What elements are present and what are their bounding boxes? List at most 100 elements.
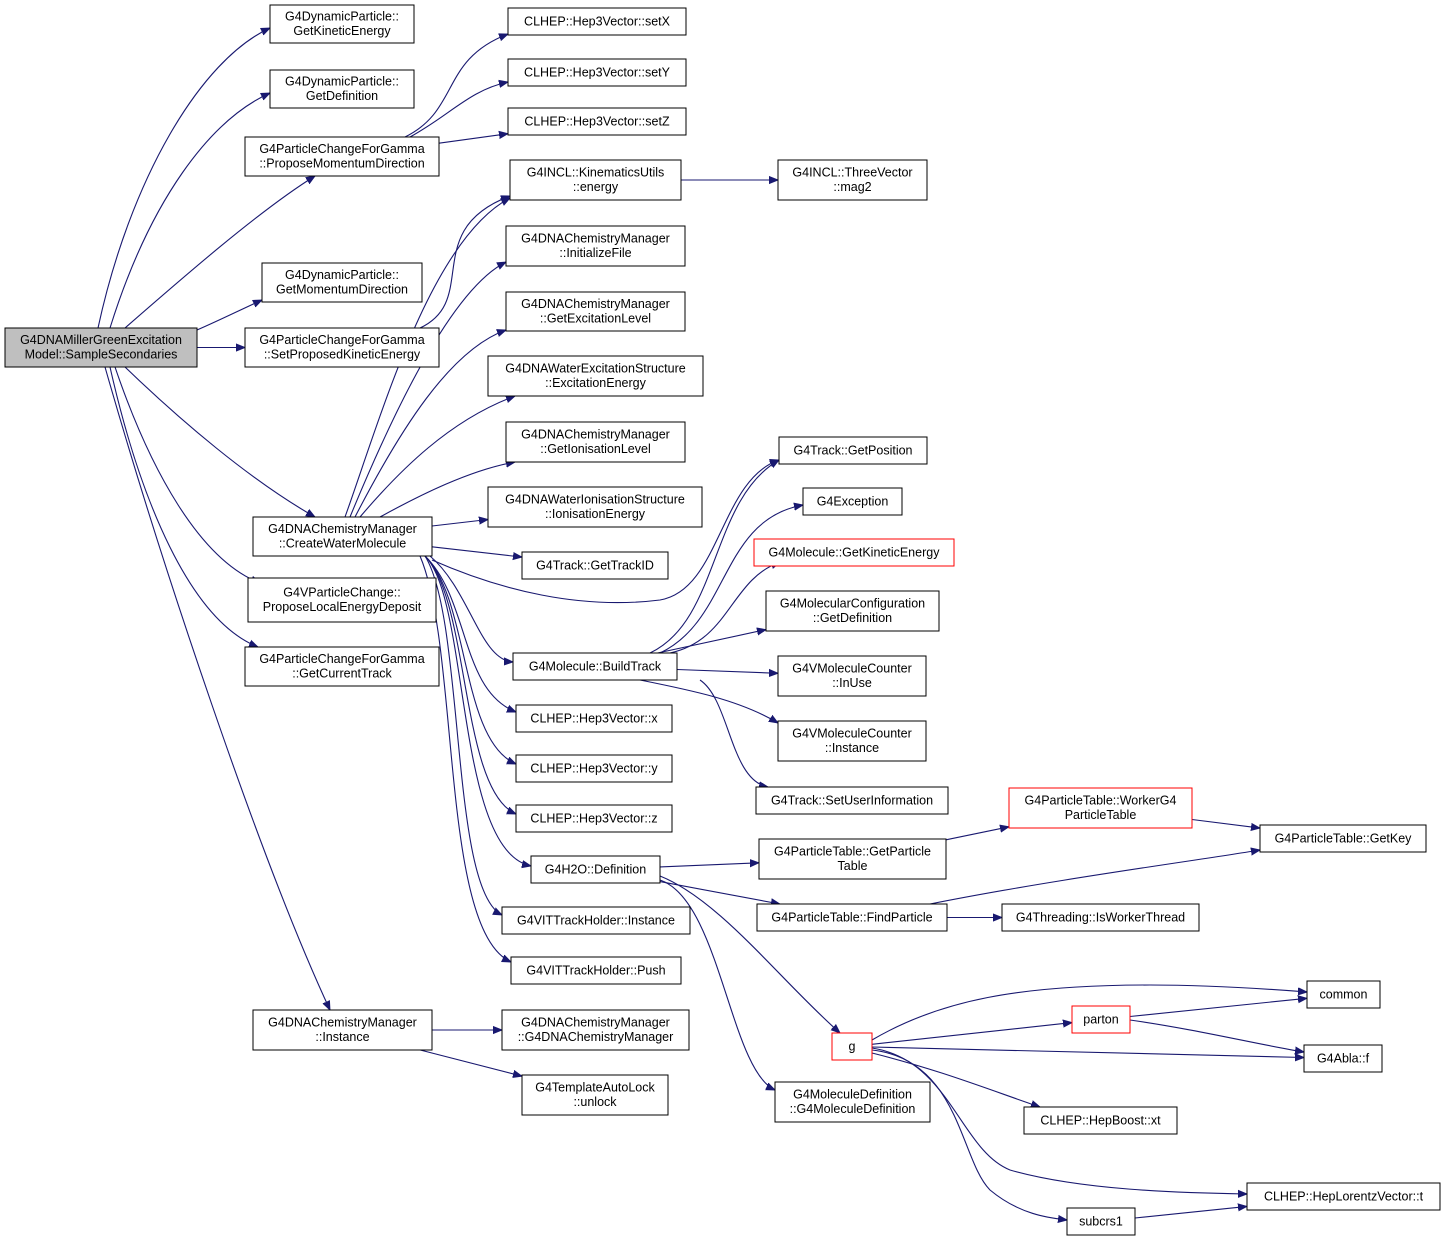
node-pcg_gct[interactable]: G4ParticleChangeForGamma::GetCurrentTrac… [244, 646, 440, 687]
node-box [515, 804, 673, 833]
node-label: G4VParticleChange:: [283, 586, 400, 600]
edge-g_func-to-abla_f [871, 1046, 1304, 1058]
node-box [1001, 903, 1200, 932]
node-label: CLHEP::Hep3Vector::z [530, 811, 657, 825]
node-track_gtid[interactable]: G4Track::GetTrackID [521, 551, 669, 580]
edge-cm_cwm-to-wes_ee [359, 396, 515, 518]
node-hb_xt[interactable]: CLHEP::HepBoost::xt [1023, 1106, 1178, 1135]
node-label: G4DNAChemistryManager [268, 522, 417, 536]
node-subcrs1[interactable]: subcrs1 [1066, 1207, 1136, 1236]
node-setx[interactable]: CLHEP::Hep3Vector::setX [507, 7, 687, 36]
node-box [1023, 1106, 1178, 1135]
edge-line [1129, 1019, 1304, 1052]
node-thr_iwt[interactable]: G4Threading::IsWorkerThread [1001, 903, 1200, 932]
node-box [501, 1009, 690, 1051]
node-mol_gke[interactable]: G4Molecule::GetKineticEnergy [753, 538, 955, 567]
node-common[interactable]: common [1306, 980, 1381, 1009]
node-box [753, 538, 955, 567]
node-cm_inst[interactable]: G4DNAChemistryManager::Instance [252, 1009, 433, 1051]
node-label: G4ParticleChangeForGamma [259, 333, 424, 347]
node-track_gpos[interactable]: G4Track::GetPosition [778, 436, 928, 465]
node-root[interactable]: G4DNAMillerGreenExcitationModel::SampleS… [4, 327, 198, 368]
edge-h2o_def-to-moldef_ctor [659, 879, 775, 1091]
edge-line [659, 875, 840, 1033]
node-tv_mag2[interactable]: G4INCL::ThreeVector::mag2 [777, 159, 928, 201]
edge-cm_cwm-to-track_gpos [431, 460, 779, 604]
node-label: ::unlock [573, 1095, 617, 1109]
node-vy[interactable]: CLHEP::Hep3Vector::y [515, 754, 673, 783]
node-label: common [1320, 987, 1368, 1001]
edge-line [429, 555, 513, 662]
node-pcg_spke[interactable]: G4ParticleChangeForGamma::SetProposedKin… [244, 327, 440, 368]
node-box [515, 754, 673, 783]
edge-line [419, 196, 510, 329]
node-mconf_gdef[interactable]: G4MolecularConfiguration::GetDefinition [765, 590, 940, 632]
node-setz[interactable]: CLHEP::Hep3Vector::setZ [507, 107, 687, 136]
node-label: Model::SampleSecondaries [25, 348, 178, 362]
edge-root-to-pcg_pmd [124, 176, 315, 329]
node-tal_unlock[interactable]: G4TemplateAutoLock::unlock [521, 1074, 669, 1116]
node-label: ::energy [573, 180, 619, 194]
node-cm_cwm[interactable]: G4DNAChemistryManager::CreateWaterMolecu… [252, 516, 433, 557]
node-label: G4VITTrackHolder::Push [526, 963, 665, 977]
node-label: G4DynamicParticle:: [285, 10, 399, 24]
node-vx[interactable]: CLHEP::Hep3Vector::x [515, 704, 673, 733]
node-label: G4DNAChemistryManager [268, 1016, 417, 1030]
node-vmc_inst[interactable]: G4VMoleculeCounter::Instance [777, 720, 927, 762]
node-label: G4DNAWaterIonisationStructure [505, 493, 685, 507]
node-label: G4MoleculeDefinition [793, 1088, 912, 1102]
node-vpc_pled[interactable]: G4VParticleChange::ProposeLocalEnergyDep… [247, 577, 437, 623]
edge-pt_wpt-to-pt_gkey [1191, 818, 1260, 829]
node-cm_gexl[interactable]: G4DNAChemistryManager::GetExcitationLeve… [505, 291, 686, 332]
edge-mol_bt-to-g4exc [659, 505, 803, 654]
node-dp_ke[interactable]: G4DynamicParticle::GetKineticEnergy [269, 4, 415, 44]
node-sety[interactable]: CLHEP::Hep3Vector::setY [507, 58, 687, 87]
node-box [261, 262, 423, 303]
edge-pcg_pmd-to-setz [438, 134, 508, 144]
node-hlv_t[interactable]: CLHEP::HepLorentzVector::t [1246, 1182, 1441, 1211]
node-box [777, 720, 927, 762]
node-ku_energy[interactable]: G4INCL::KinematicsUtils::energy [509, 159, 682, 201]
node-label: G4ParticleTable::GetParticle [774, 845, 931, 859]
node-h2o_def[interactable]: G4H2O::Definition [530, 855, 661, 884]
node-pt_fp[interactable]: G4ParticleTable::FindParticle [756, 903, 948, 932]
edge-line [659, 863, 759, 867]
node-box [507, 7, 687, 36]
node-cm_initfile[interactable]: G4DNAChemistryManager::InitializeFile [505, 225, 686, 267]
node-vz[interactable]: CLHEP::Hep3Vector::z [515, 804, 673, 833]
edge-line [424, 555, 516, 815]
node-cm_gionl[interactable]: G4DNAChemistryManager::GetIonisationLeve… [505, 421, 686, 463]
edge-g_func-to-hlv_t [871, 1047, 1247, 1194]
node-vitt_inst[interactable]: G4VITTrackHolder::Instance [501, 906, 691, 935]
edge-cm_cwm-to-cm_gionl [379, 462, 515, 518]
node-g_func[interactable]: g [831, 1032, 873, 1061]
edge-line [109, 366, 258, 648]
node-abla_f[interactable]: G4Abla::f [1303, 1044, 1383, 1073]
node-dp_def[interactable]: G4DynamicParticle::GetDefinition [269, 69, 415, 109]
node-pt_gkey[interactable]: G4ParticleTable::GetKey [1259, 824, 1427, 853]
node-pcg_pmd[interactable]: G4ParticleChangeForGamma::ProposeMomentu… [244, 136, 440, 177]
edge-root-to-dp_def [109, 92, 270, 329]
node-cm_ctor[interactable]: G4DNAChemistryManager::G4DNAChemistryMan… [501, 1009, 690, 1051]
node-label: ::Instance [315, 1030, 369, 1044]
node-g4exc[interactable]: G4Exception [802, 487, 903, 516]
edge-pcg_pmd-to-sety [409, 82, 508, 138]
edge-line [699, 679, 768, 787]
node-vitt_push[interactable]: G4VITTrackHolder::Push [510, 956, 682, 985]
node-vmc_inuse[interactable]: G4VMoleculeCounter::InUse [777, 655, 927, 697]
node-box [1008, 787, 1193, 829]
node-label: G4Track::GetTrackID [536, 558, 654, 572]
node-dp_md[interactable]: G4DynamicParticle::GetMomentumDirection [261, 262, 423, 303]
node-moldef_ctor[interactable]: G4MoleculeDefinition::G4MoleculeDefiniti… [774, 1081, 931, 1123]
node-mol_bt[interactable]: G4Molecule::BuildTrack [512, 652, 678, 681]
edge-line [424, 555, 502, 915]
node-wis_ie[interactable]: G4DNAWaterIonisationStructure::Ionisatio… [487, 486, 703, 528]
edge-line [196, 300, 262, 331]
node-parton[interactable]: parton [1071, 1005, 1131, 1034]
node-label: G4Molecule::BuildTrack [529, 659, 662, 673]
node-wes_ee[interactable]: G4DNAWaterExcitationStructure::Excitatio… [487, 355, 704, 397]
node-track_sui[interactable]: G4Track::SetUserInformation [755, 786, 949, 815]
